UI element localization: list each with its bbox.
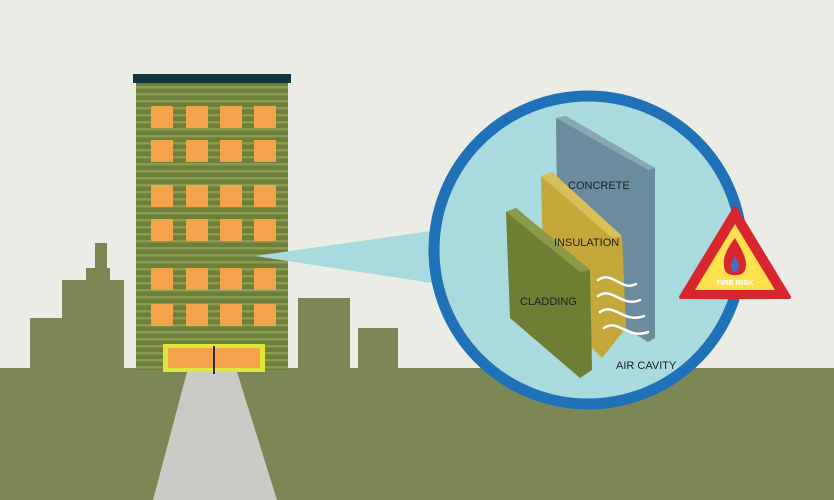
window <box>254 304 276 326</box>
window <box>186 304 208 326</box>
facade-stripe <box>136 324 288 327</box>
facade-stripe <box>136 93 288 96</box>
window <box>254 268 276 290</box>
label-air-cavity: AIR CAVITY <box>616 360 677 372</box>
window <box>151 304 173 326</box>
label-concrete: CONCRETE <box>568 180 630 192</box>
air-flow-icon <box>596 276 650 335</box>
window <box>151 106 173 128</box>
facade-stripe <box>136 149 288 152</box>
entrance-door <box>163 344 265 374</box>
facade-stripe <box>136 240 288 243</box>
facade-stripe <box>136 233 288 236</box>
facade-stripe <box>136 128 288 131</box>
facade-stripe <box>136 303 288 306</box>
concrete-layer-top <box>556 116 655 170</box>
cladding-layer-top <box>506 208 590 272</box>
facade-stripe <box>136 121 288 124</box>
apartment-tower <box>133 74 291 374</box>
window <box>254 219 276 241</box>
insulation-layer-top <box>541 172 622 238</box>
facade-stripe <box>136 142 288 145</box>
warning-triangle-icon: FIRE RISK <box>679 206 791 299</box>
fire-risk-label: FIRE RISK <box>716 278 754 287</box>
window <box>151 185 173 207</box>
window <box>254 140 276 162</box>
tower-windows <box>151 106 276 326</box>
facade-stripe <box>136 86 288 89</box>
ground <box>0 368 834 500</box>
window <box>220 140 242 162</box>
flame-icon <box>723 238 746 276</box>
facade-stripe <box>136 268 288 271</box>
window <box>186 140 208 162</box>
facade-stripe <box>136 135 288 138</box>
facade-stripe <box>136 156 288 159</box>
facade-stripe <box>136 100 288 103</box>
window <box>220 106 242 128</box>
facade-stripe <box>136 317 288 320</box>
facade-stripe <box>136 338 288 341</box>
cladding-layer <box>506 208 592 378</box>
facade-stripe <box>136 275 288 278</box>
window <box>220 185 242 207</box>
facade-stripe <box>136 170 288 173</box>
label-cladding: CLADDING <box>520 296 577 308</box>
window <box>220 268 242 290</box>
window <box>151 219 173 241</box>
facade-stripe <box>136 205 288 208</box>
facade-stripe <box>136 184 288 187</box>
facade-stripe <box>136 163 288 166</box>
facade-stripe <box>136 198 288 201</box>
window <box>186 106 208 128</box>
facade-stripe <box>136 219 288 222</box>
background-buildings <box>30 243 398 380</box>
facade-stripe <box>136 191 288 194</box>
window <box>151 268 173 290</box>
label-insulation: INSULATION <box>554 237 619 249</box>
facade-stripe <box>136 247 288 250</box>
facade-stripe <box>136 114 288 117</box>
facade-stripe <box>136 310 288 313</box>
tower-roof <box>133 74 291 83</box>
window <box>254 106 276 128</box>
window <box>151 140 173 162</box>
magnifier-beam <box>255 228 452 286</box>
window <box>186 219 208 241</box>
window <box>220 219 242 241</box>
facade-stripe <box>136 254 288 257</box>
window <box>186 268 208 290</box>
facade-stripe <box>136 107 288 110</box>
facade-stripe <box>136 289 288 292</box>
facade-stripe <box>136 226 288 229</box>
facade-stripe <box>136 296 288 299</box>
window <box>220 304 242 326</box>
facade-stripe <box>136 261 288 264</box>
window <box>186 185 208 207</box>
walkway-path <box>153 372 277 500</box>
facade-stripe <box>136 282 288 285</box>
window <box>254 185 276 207</box>
facade-stripe <box>136 177 288 180</box>
facade-stripe <box>136 331 288 334</box>
facade-stripe <box>136 212 288 215</box>
